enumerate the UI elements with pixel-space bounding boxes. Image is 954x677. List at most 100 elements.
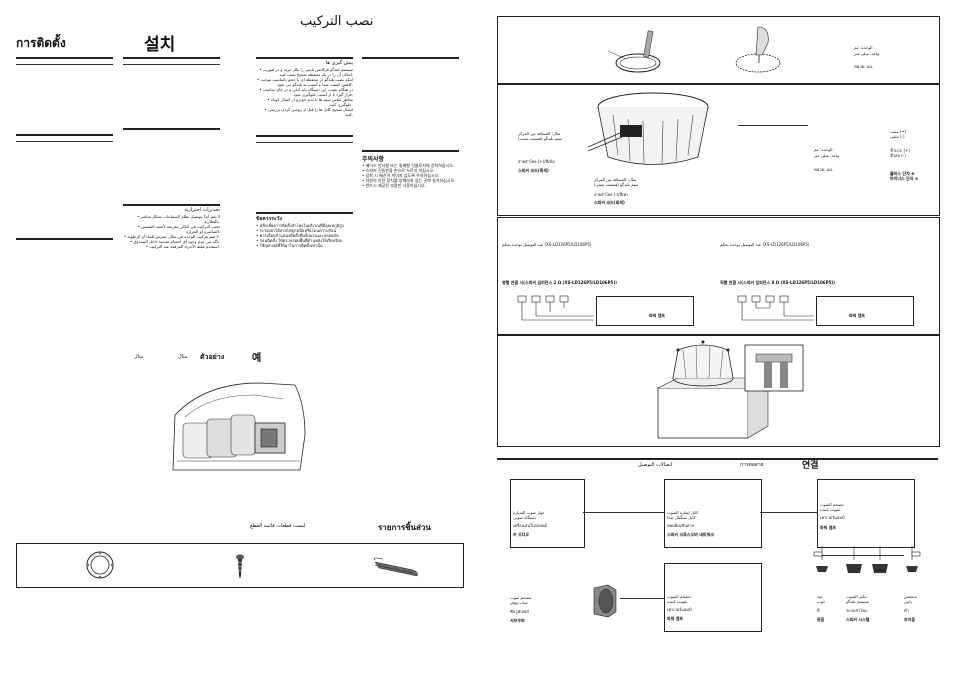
korean-precautions-list: • 베이스 반사형 또는 밀폐형 인클로저에 장착하십시오. • 스피커 진동판… xyxy=(362,163,459,188)
sub-amp-label: مضخم الصوت xyxy=(667,594,691,599)
subwoofer-label: مضخم صوت xyxy=(510,595,532,600)
rule-col1-a xyxy=(16,57,113,59)
persian-precautions-list: • سیستم بلندگو فرکانس پایینی را بکار ببر… xyxy=(256,67,353,117)
persian-line: • اینکه نصب بلندگو در محفظه ای با حجم نا… xyxy=(256,77,353,87)
fig2-unit-label: الوحدة: مم xyxy=(814,147,833,152)
figure-speaker-wiring: مثال: المسافة بين المركز سیم بلندگو (قسم… xyxy=(497,84,940,216)
thai-precautions-list: • หลีกเลี่ยงการติดตั้งลำโพงในบริเวณที่มี… xyxy=(256,223,353,248)
crossover-label: كابل إشارة الصوت xyxy=(667,510,699,515)
parts-heading-arabic: لیست قطعات قائمة القطع xyxy=(250,523,306,529)
rule-col1-b2 xyxy=(16,141,113,142)
speakers-row xyxy=(813,546,921,573)
rule-col1-c xyxy=(16,238,113,240)
figure-box-mounting xyxy=(497,335,940,447)
head-unit-label: دستگاه صوتی xyxy=(513,515,537,520)
example-label-ko: 예 xyxy=(252,353,262,364)
head-unit-label: 카 오디오 xyxy=(513,532,530,537)
polarity-legend: منفی (-) xyxy=(890,134,905,139)
wire-label: สายลำโพง (-)/สีเทา xyxy=(594,192,629,197)
table-cell: سیستم بلندگو xyxy=(846,599,869,604)
rule-col4-b xyxy=(362,150,459,152)
rule-col3-c xyxy=(256,212,353,214)
head-unit-box: جهاز صوت السيارة دستگاه صوتی เครื่องเล่น… xyxy=(510,479,585,548)
power-amp-box: 파워 앰프 xyxy=(816,296,914,326)
fig3-left-caption: 병렬 연결 시(스피커 임피던스 2 Ω (XS-LD126P5/LD106P5… xyxy=(502,280,617,285)
arabic-precautions-heading: تحذيرات احترازية xyxy=(184,207,220,213)
connections-heading-thai: การต่อสาย xyxy=(740,462,764,468)
thai-line: • ควรเลือกตำแหน่งติดตั้งที่แข็งแรงและปลอ… xyxy=(256,233,339,238)
wire-label: 스피커 코드(회색) xyxy=(594,200,625,205)
wire-label: مثال: المسافة بين المركز xyxy=(518,131,561,136)
rule-col3-b2 xyxy=(256,142,353,143)
parallel-wiring-diagram xyxy=(517,295,594,321)
rule-connections xyxy=(497,458,938,460)
wire-label: مثال: المسافة بين المركز xyxy=(594,177,637,182)
table-cell: ดี xyxy=(817,608,820,613)
rule-col2-b xyxy=(123,128,220,130)
subwoofer-label: 서브우퍼 xyxy=(510,618,525,623)
amp-label: مضخم الصوت xyxy=(820,502,844,507)
fig1-label: الوحدة: مم xyxy=(854,45,873,50)
table-cell: ระบบลำโพง xyxy=(846,608,867,613)
title-thai: การติดตั้ง xyxy=(16,36,66,50)
power-amp-label: 파워 앰프 xyxy=(649,313,666,318)
screw-icon xyxy=(236,554,244,579)
parts-list-box xyxy=(16,543,464,588)
korean-precautions-heading: 주의사항 xyxy=(362,156,385,163)
crossover-label: کابل سیگنال صدا xyxy=(667,515,696,520)
arabic-line: • استخدم فقط الأجزاء المرفقة عند التركيب… xyxy=(145,244,220,249)
rule-col1-b xyxy=(16,134,113,136)
enclosure-mounting-illustration xyxy=(657,340,769,439)
title-arabic: نصب التركيب xyxy=(300,14,374,29)
polarity-legend: مثبت (+) xyxy=(890,129,907,134)
persian-line: • سیستم بلندگو فرکانس پایینی را بکار ببر… xyxy=(259,67,353,77)
fig3-right-caption: 직렬 연결 시(스피커 임피던스 8 Ω (XS-LD126P5/LD106P5… xyxy=(720,280,835,285)
crossover-label: 스피커 크로스오버 네트워크 xyxy=(667,532,714,537)
table-cell: خوب xyxy=(817,599,826,604)
connector-line xyxy=(760,512,817,513)
amplifier-box: مضخم الصوت تقویت کننده เพาเวอร์แอมป์ 파워 … xyxy=(817,479,915,548)
rule-col3-b xyxy=(256,135,353,137)
subwoofer-icon xyxy=(593,584,617,618)
korean-line: • 반드시 제공된 부품만 사용하십시오. xyxy=(362,183,426,188)
arabic-line: • لا تقم بتركيب الوحدة في مكان يتعرض للم… xyxy=(123,234,220,239)
arabic-line: • لا تقم أبداً بتوصيل نظام السماعات بشكل… xyxy=(136,214,220,224)
arabic-line: • تأكد من عدم وجود أي أجسام معدنية داخل … xyxy=(129,239,220,244)
title-korean: 설치 xyxy=(144,35,176,55)
thai-precautions-heading: ข้อควรระวัง xyxy=(256,216,282,222)
thai-line: • ระวังอย่าให้สายไฟถูกหนีบหรือโดนความร้อ… xyxy=(256,228,337,233)
amp-label: تقویت کننده xyxy=(820,507,841,512)
rule-col2-a2 xyxy=(123,64,220,65)
thai-line: • ใช้อุปกรณ์ที่ให้มาในการติดตั้งเท่านั้น xyxy=(256,243,323,248)
crossover-box: كابل إشارة الصوت کابل سیگنال صدا คอมบิเน… xyxy=(664,479,762,548)
table-cell: پایین xyxy=(904,599,912,604)
spacer-ring-icon xyxy=(86,551,114,579)
crossover-label: คอมบิเนชันสาย xyxy=(667,523,694,528)
rule-col2-a xyxy=(123,57,220,59)
sub-amplifier-box: مضخم الصوت تقویت کننده เพาเวอร์แอมป์ 파워 … xyxy=(664,563,762,632)
screw-detail-inset xyxy=(744,344,804,392)
rule-col3-a xyxy=(256,57,353,59)
speaker-bus-line xyxy=(822,555,904,556)
persian-precautions-heading: پیش گیری ها xyxy=(325,60,353,66)
power-amp-label: 파워 앰프 xyxy=(849,313,866,318)
persian-line: • بخاطر تماس سیم ها با بدنه خودرو از اتص… xyxy=(267,97,353,107)
table-cell: جيد xyxy=(817,594,823,599)
connector-line xyxy=(620,598,664,599)
arabic-line: • تجنب التركيب في أماكن معرضة لأشعة الشم… xyxy=(137,224,220,234)
subwoofer-label: ساب ووفر xyxy=(510,600,528,605)
sub-amp-label: เพาเวอร์แอมป์ xyxy=(667,607,692,612)
korean-line: • 베이스 반사형 또는 밀폐형 인클로저에 장착하십시오. xyxy=(362,163,455,168)
rule-col1-a2 xyxy=(16,64,113,65)
example-label-fa: مثال xyxy=(134,354,144,360)
table-cell: 스피커 시스템 xyxy=(846,617,870,622)
connector-line xyxy=(583,512,664,513)
table-cell: منخفض xyxy=(904,594,917,599)
cable-icon xyxy=(374,557,418,577)
connections-heading-korean: 연결 xyxy=(802,461,819,471)
polarity-legend: ขั้วบวก (+) xyxy=(890,148,910,153)
thai-line: • ก่อนติดตั้ง ให้ตรวจสอบพื้นที่ด้านหลังใ… xyxy=(256,238,343,243)
fig2-unit-label: واحد: میلی متر xyxy=(814,153,840,158)
wire-label: 스피커 코드(흑색) xyxy=(518,168,549,173)
figure-impedance-connection: عند التوصيل بوحدة تحكم (XS-LD126P5/LD106… xyxy=(497,217,940,335)
